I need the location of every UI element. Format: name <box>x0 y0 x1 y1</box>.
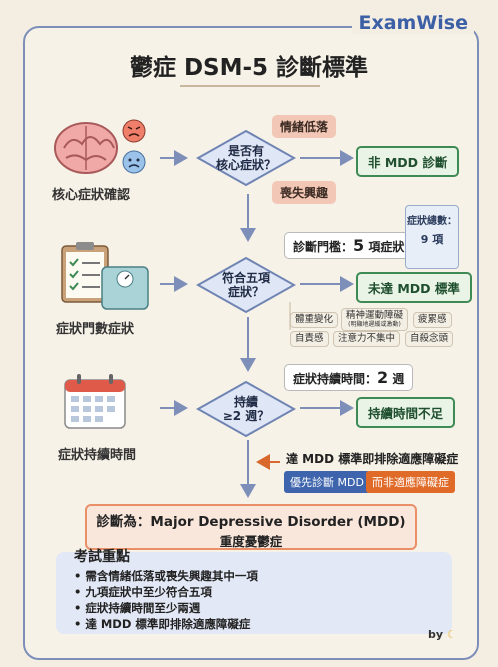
page-title: 鬱症 DSM-5 診斷標準 <box>129 55 369 81</box>
decision-five-symptoms[interactable]: 符合五項症狀？ <box>196 256 296 314</box>
exam-point: 達 MDD 標準即排除適應障礙症 <box>74 616 258 632</box>
symptom-chip: 精神運動障礙 (明顯地遲緩或激動) <box>341 308 409 331</box>
tag-not-adjustment: 而非適應障礙症 <box>366 471 455 493</box>
angry-face-icon <box>122 119 146 147</box>
brand-logo: ExamWise <box>352 12 474 34</box>
symptom-chip-text: 精神運動障礙 <box>346 310 404 321</box>
exam-points-box: 考試重點 需含情緒低落或喪失興趣其中一項 九項症狀中至少符合五項 症狀持續時間至… <box>56 549 452 634</box>
byline: by ☾ <box>428 628 457 641</box>
result-duration-insufficient: 持續時間不足 <box>356 397 456 428</box>
decision-five-q2: 症狀？ <box>227 285 264 299</box>
symptom-chip: 疲累感 <box>413 312 452 328</box>
exam-point: 症狀持續時間至少兩週 <box>74 600 258 616</box>
diagnosis-line1: 診斷為：Major Depressive Disorder (MDD) <box>96 514 406 530</box>
symptom-chip: 體重變化 <box>290 312 339 328</box>
row-label-core: 核心症狀確認 <box>52 188 131 203</box>
symptom-count-title: 症狀總數： <box>407 216 457 227</box>
symptom-chip: 自責感 <box>290 331 329 347</box>
row-label-duration: 症狀持續時間 <box>58 448 137 463</box>
row-label-count: 症狀門數症狀 <box>56 322 135 337</box>
decision-core-q1: 是否有 <box>227 144 264 158</box>
decision-duration-q2: ≥2 週？ <box>222 409 270 423</box>
clipboard-checklist-icon <box>60 240 110 308</box>
core-tag-low-mood: 情緒低落 <box>272 115 337 138</box>
result-below-threshold: 未達 MDD 標準 <box>356 272 472 303</box>
title-underline <box>180 85 320 87</box>
scale-icon <box>100 265 150 315</box>
result-not-mdd: 非 MDD 診斷 <box>356 146 460 177</box>
core-tag-anhedonia: 喪失興趣 <box>272 181 337 204</box>
exclusion-text: 達 MDD 標準即排除適應障礙症 <box>286 452 459 466</box>
tag-priority-mdd: 優先診斷 MDD <box>284 471 370 493</box>
calendar-icon <box>63 372 127 434</box>
threshold-suffix: 項症狀 <box>364 240 405 254</box>
byline-text: by <box>428 628 444 641</box>
decision-core-symptoms[interactable]: 是否有核心症狀？ <box>196 129 296 187</box>
exam-point: 需含情緒低落或喪失興趣其中一項 <box>74 568 258 584</box>
decision-core-q2: 核心症狀？ <box>215 158 276 172</box>
symptom-count-card: 症狀總數： 9 項 <box>405 205 459 269</box>
symptom-chip: 自殺念頭 <box>405 331 454 347</box>
exam-point: 九項症狀中至少符合五項 <box>74 584 258 600</box>
decision-five-q1: 符合五項 <box>221 271 270 285</box>
duration-prefix: 症狀持續時間： <box>293 372 378 386</box>
exam-points-list: 需含情緒低落或喪失興趣其中一項 九項症狀中至少符合五項 症狀持續時間至少兩週 達… <box>74 568 258 632</box>
symptom-chip-sublabel: (明顯地遲緩或激動) <box>348 321 401 328</box>
exam-title: 考試重點 <box>74 549 130 565</box>
threshold-note: 診斷門檻：5 項症狀 <box>284 232 414 259</box>
duration-value: 2 <box>377 368 389 387</box>
decision-duration-q1: 持續 <box>233 395 258 409</box>
sad-face-icon <box>122 150 146 178</box>
brain-icon <box>52 118 120 182</box>
duration-note: 症狀持續時間：2 週 <box>284 364 414 391</box>
threshold-value: 5 <box>353 236 365 255</box>
threshold-prefix: 診斷門檻： <box>293 240 354 254</box>
diagnosis-box: 診斷為：Major Depressive Disorder (MDD) 重度憂鬱… <box>85 504 417 550</box>
decision-duration[interactable]: 持續≥2 週？ <box>196 380 296 438</box>
symptom-chip: 注意力不集中 <box>333 331 401 347</box>
diagnosis-line2: 重度憂鬱症 <box>219 534 283 549</box>
moon-icon: ☾ <box>446 628 457 641</box>
duration-suffix: 週 <box>388 372 405 386</box>
symptom-count-value: 9 項 <box>420 233 444 246</box>
